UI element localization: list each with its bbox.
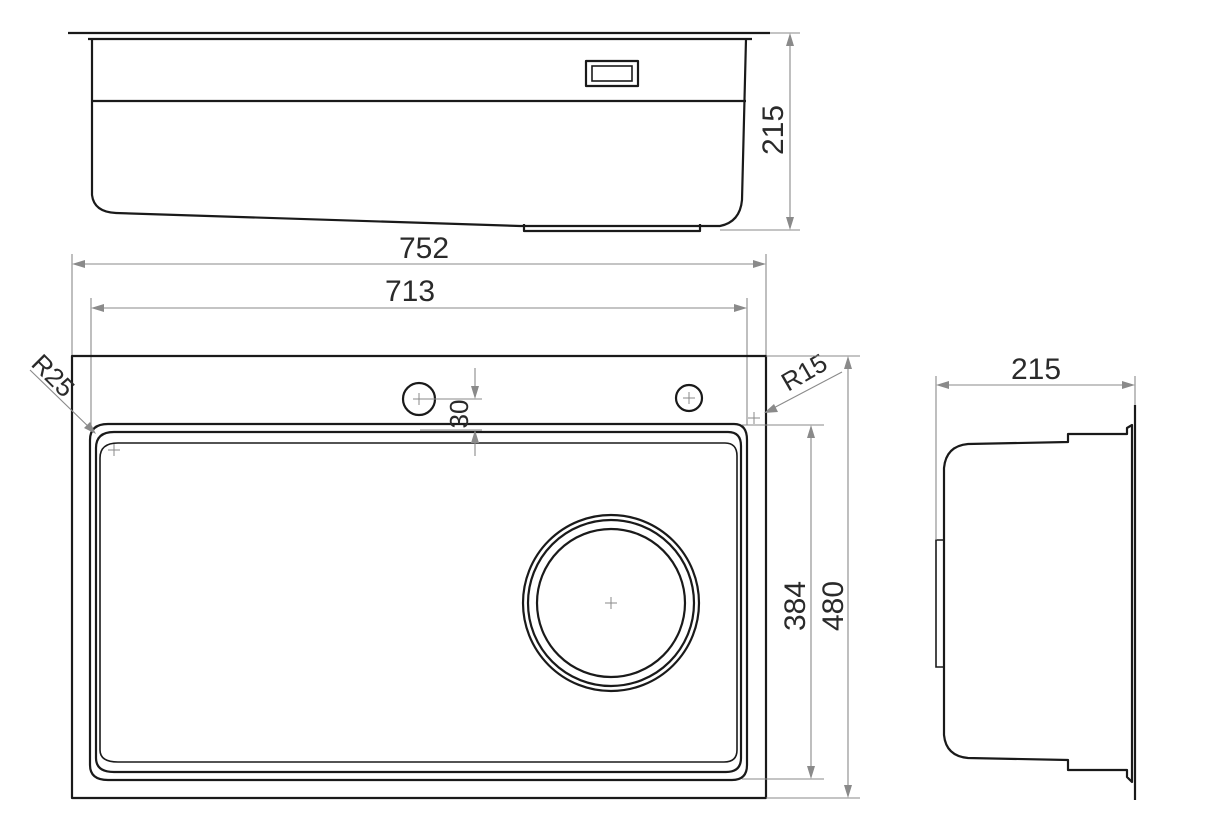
tap-hole-right [674, 383, 704, 413]
dim-radius-right: R15 [764, 347, 843, 413]
bowl-floor [99, 442, 738, 763]
overflow-slot-inner [591, 65, 633, 82]
front-drain-stub [522, 224, 702, 233]
front-view [68, 31, 770, 233]
front-height-label: 215 [757, 105, 790, 155]
overflow-slot-outer [584, 59, 640, 88]
dim-bowl-depth: 384 [742, 424, 824, 780]
dim-overall-depth: 480 [766, 355, 860, 799]
drain-inner [535, 527, 687, 679]
tap-offset-label: 30 [444, 400, 474, 429]
side-view [935, 405, 1137, 800]
deck-outline [70, 354, 768, 800]
bowl-depth-label: 384 [779, 581, 812, 631]
dim-radius-left: R25 [26, 348, 96, 434]
drain-outer-ring [521, 513, 701, 693]
dim-tap-offset: 30 [420, 368, 482, 456]
front-body-outline [90, 38, 748, 228]
side-body-outline [942, 423, 1134, 784]
overall-depth-label: 480 [817, 581, 850, 631]
side-drain-stub [935, 539, 944, 668]
dim-overall-width: 752 [71, 232, 767, 356]
top-view [70, 354, 768, 800]
bowl-inner-rim [94, 430, 743, 774]
dim-bowl-width: 713 [90, 275, 748, 430]
radius-right-label: R15 [776, 347, 832, 397]
overall-width-label: 752 [399, 232, 449, 265]
drain-ring [526, 518, 696, 688]
bowl-outer-rim [88, 422, 749, 782]
dim-front-height: 215 [720, 32, 800, 231]
dim-side-height: 215 [935, 353, 1136, 540]
side-height-label: 215 [1011, 353, 1061, 386]
bowl-width-label: 713 [385, 275, 435, 308]
